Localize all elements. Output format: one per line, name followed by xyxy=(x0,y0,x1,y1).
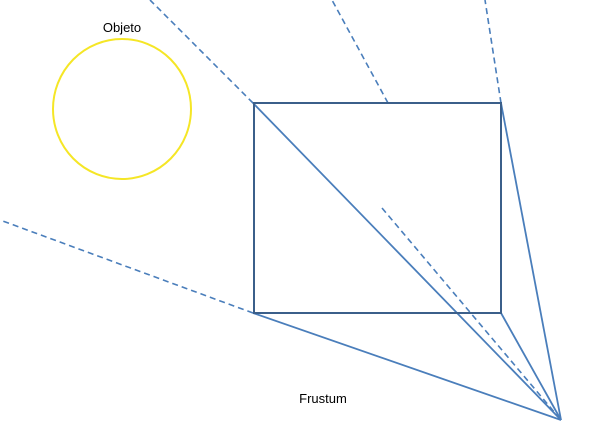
object-circle xyxy=(52,38,192,180)
ray-bottom-left-to-apex xyxy=(252,312,562,421)
dashed-ray-bottom-left xyxy=(0,219,254,314)
ray-top-right-to-apex xyxy=(500,102,562,421)
ray-top-left-to-apex xyxy=(252,102,562,421)
frustum-label: Frustum xyxy=(299,391,347,406)
object-label: Objeto xyxy=(103,20,141,35)
dashed-ray-top-left xyxy=(149,0,254,104)
dashed-ray-top-right xyxy=(484,0,502,104)
dashed-ray-interior xyxy=(381,207,562,421)
dashed-ray-top-middle xyxy=(331,0,389,104)
ray-bottom-right-to-apex xyxy=(500,312,562,421)
near-plane-rectangle xyxy=(253,102,502,314)
